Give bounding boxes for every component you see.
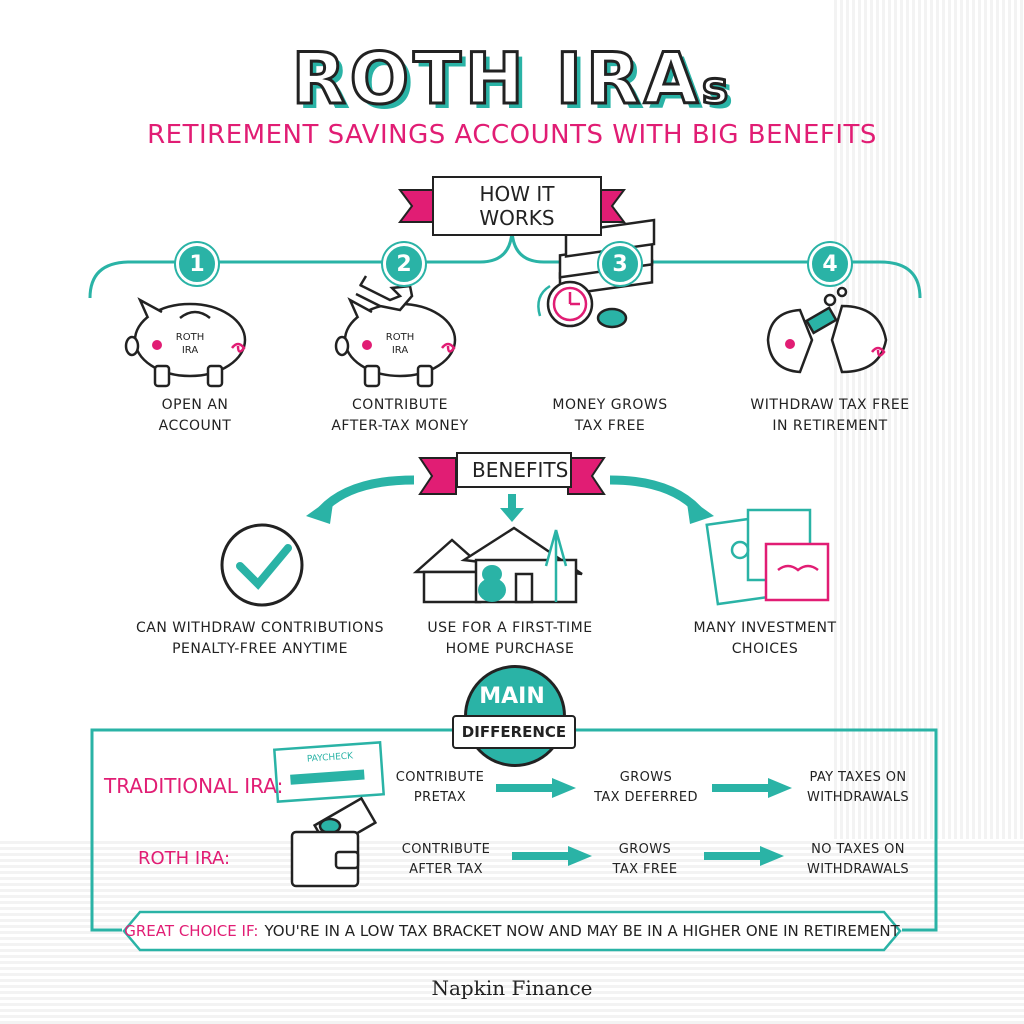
step-number-3: 3 xyxy=(599,243,641,285)
step-number-2: 2 xyxy=(383,243,425,285)
step-number-1: 1 xyxy=(176,243,218,285)
roth-ira-label: ROTH IRA: xyxy=(138,848,231,869)
traditional-ira-label: TRADITIONAL IRA: xyxy=(104,774,284,798)
piggy-bank-icon xyxy=(334,275,457,388)
step-number-4: 4 xyxy=(809,243,851,285)
house-icon xyxy=(412,526,583,604)
investment-certificates-icon xyxy=(705,508,830,606)
wallet-icon xyxy=(290,796,378,888)
difference-label: DIFFERENCE xyxy=(452,715,576,749)
great-choice-lead: GREAT CHOICE IF: xyxy=(124,922,259,940)
how-it-works-heading: HOW IT WORKS xyxy=(432,176,602,236)
paycheck-icon xyxy=(272,741,386,803)
benefits-heading: BENEFITS xyxy=(456,452,572,488)
page-subtitle: RETIREMENT SAVINGS ACCOUNTS WITH BIG BEN… xyxy=(147,120,877,150)
checkmark-icon xyxy=(220,523,304,607)
great-choice-text: YOU'RE IN A LOW TAX BRACKET NOW AND MAY … xyxy=(264,922,900,940)
page-title: ROTH IRAs xyxy=(290,37,733,122)
broken-piggy-bank-icon xyxy=(766,286,888,374)
great-choice-banner: GREAT CHOICE IF: YOU'RE IN A LOW TAX BRA… xyxy=(122,912,902,950)
piggy-bank-icon xyxy=(124,297,247,388)
footer-brand: Napkin Finance xyxy=(431,976,593,1000)
benefits-ribbon xyxy=(418,457,606,495)
main-difference-word: MAIN xyxy=(479,684,545,709)
